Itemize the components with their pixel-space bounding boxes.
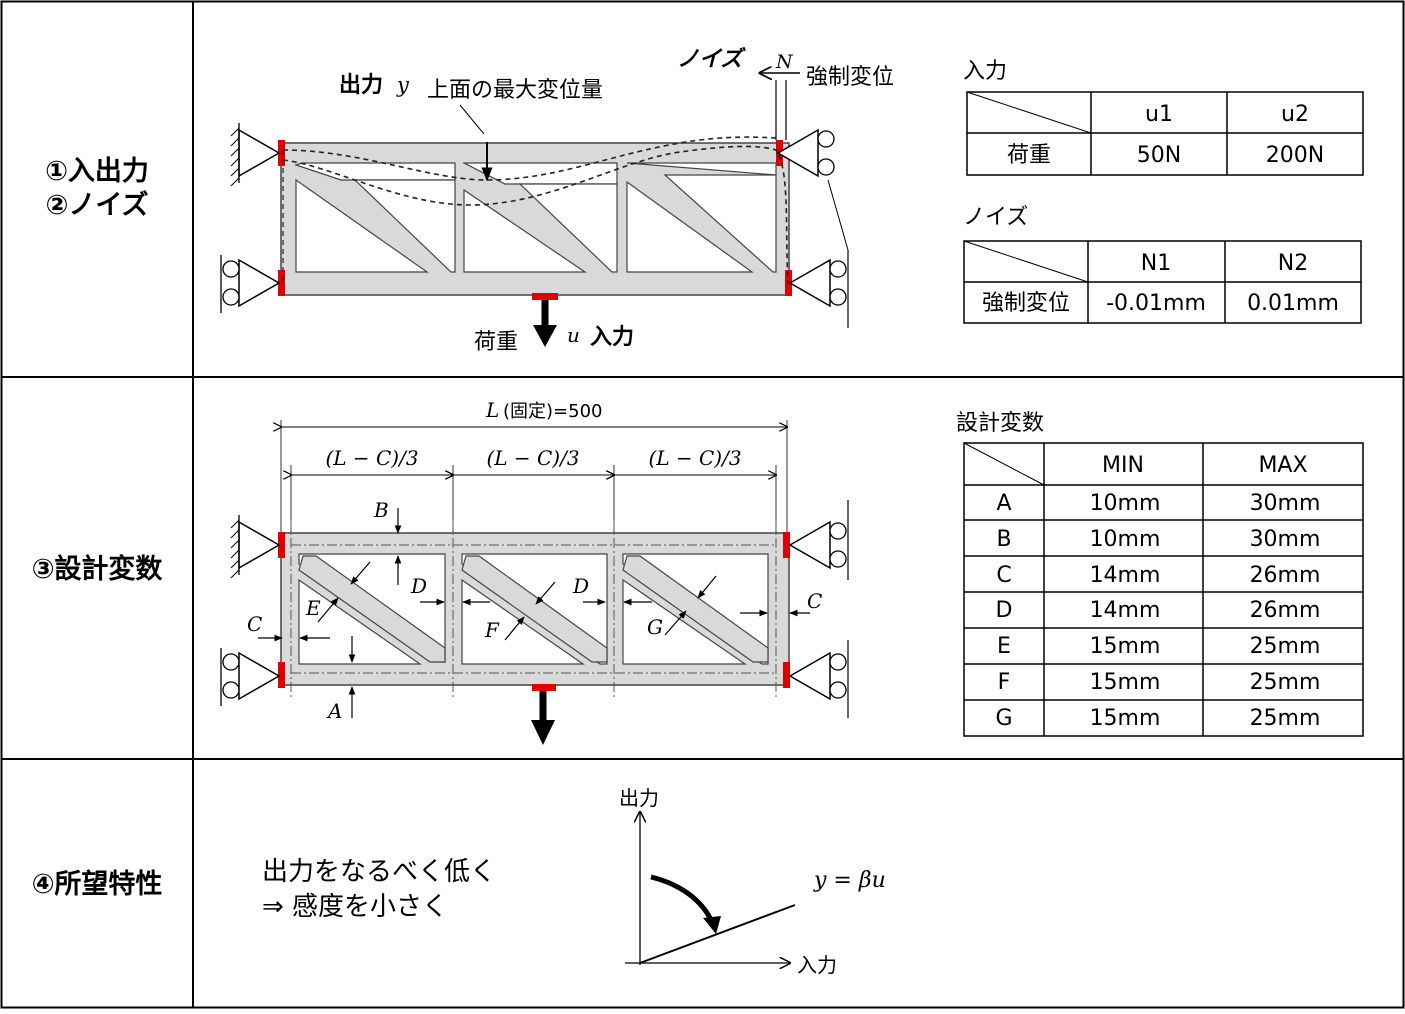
design-row-E-name: E [997, 634, 1011, 659]
load-label: 荷重 [474, 330, 518, 355]
noise-table-val-1: -0.01mm [1106, 291, 1206, 316]
output-label: 出力 [339, 73, 383, 98]
dim-A: A [326, 699, 342, 723]
graph-x-axis-label: 入力 [797, 953, 837, 977]
design-table [963, 442, 1364, 737]
row-label-3: ③設計変数 [32, 553, 164, 585]
input-label: 入力 [590, 325, 634, 350]
design-row-A-min: 10mm [1090, 491, 1161, 516]
design-table-title: 設計変数 [956, 411, 1044, 436]
noise-table-col-1: N1 [1141, 251, 1171, 276]
design-row-D-min: 14mm [1090, 598, 1161, 623]
noise-table-row-header: 強制変位 [982, 291, 1070, 316]
input-table-title: 入力 [963, 59, 1007, 84]
input-table-col-1: u1 [1145, 102, 1173, 127]
output-var: y [396, 73, 410, 97]
truss-diagram-1 [220, 73, 849, 347]
design-row-A-max: 30mm [1250, 491, 1321, 516]
sensitivity-graph [625, 812, 796, 965]
design-row-B-min: 10mm [1090, 527, 1161, 552]
design-row-G-name: G [995, 706, 1012, 731]
noise-table-val-2: 0.01mm [1247, 291, 1339, 316]
segment-label-3: (L − C)/3 [648, 446, 741, 470]
length-var: L [485, 398, 499, 422]
truss-diagram-3 [220, 420, 849, 745]
dim-D-2: D [572, 574, 589, 598]
design-row-B-name: B [996, 527, 1011, 552]
graph-equation: y = βu [813, 868, 886, 893]
design-table-col-min: MIN [1102, 453, 1144, 478]
dim-D-1: D [410, 574, 427, 598]
input-table-val-2: 200N [1266, 143, 1324, 168]
dim-C-right: C [807, 589, 822, 613]
design-table-col-max: MAX [1258, 453, 1307, 478]
noise-table [963, 240, 1362, 324]
segment-label-2: (L − C)/3 [486, 446, 579, 470]
input-table-col-2: u2 [1281, 102, 1309, 127]
dim-F: F [484, 618, 500, 642]
input-var: u [567, 323, 580, 347]
design-row-F-max: 25mm [1250, 670, 1321, 695]
noise-table-title: ノイズ [963, 205, 1028, 230]
design-row-A-name: A [996, 491, 1011, 516]
design-row-C-name: C [996, 563, 1011, 588]
dim-C-left: C [247, 612, 262, 636]
design-row-D-name: D [996, 598, 1013, 623]
design-row-G-max: 25mm [1250, 706, 1321, 731]
design-row-F-min: 15mm [1090, 670, 1161, 695]
dim-G: G [647, 615, 663, 639]
noise-table-col-2: N2 [1278, 251, 1308, 276]
input-table-row-header: 荷重 [1007, 143, 1051, 168]
desired-desc-line1: 出力をなるべく低く [262, 857, 496, 887]
design-row-E-min: 15mm [1090, 634, 1161, 659]
dim-B: B [373, 498, 389, 522]
max-disp-label: 上面の最大変位量 [427, 78, 603, 103]
design-row-F-name: F [998, 670, 1011, 695]
forced-disp-label: 強制変位 [806, 65, 894, 90]
segment-label-1: (L − C)/3 [325, 446, 418, 470]
design-row-E-max: 25mm [1250, 634, 1321, 659]
design-row-D-max: 26mm [1250, 598, 1321, 623]
design-row-C-max: 26mm [1250, 563, 1321, 588]
noise-var: N [775, 51, 794, 73]
design-row-G-min: 15mm [1090, 706, 1161, 731]
input-table-val-1: 50N [1137, 143, 1181, 168]
graph-y-axis-label: 出力 [619, 786, 659, 810]
length-text: (固定)=500 [503, 401, 602, 422]
row-label-4: ④所望特性 [32, 869, 163, 900]
noise-label: ノイズ [677, 46, 746, 72]
dim-E: E [305, 596, 321, 620]
design-table-rows: A 10mm 30mm B 10mm 30mm C 14mm 26mm D 14… [995, 491, 1320, 731]
row-label-1a: ①入出力 [45, 156, 149, 187]
design-row-C-min: 14mm [1090, 563, 1161, 588]
desired-desc-line2: ⇒ 感度を小さく [262, 892, 448, 922]
input-table [966, 91, 1364, 176]
row-label-1b: ②ノイズ [45, 189, 148, 221]
design-row-B-max: 30mm [1250, 527, 1321, 552]
